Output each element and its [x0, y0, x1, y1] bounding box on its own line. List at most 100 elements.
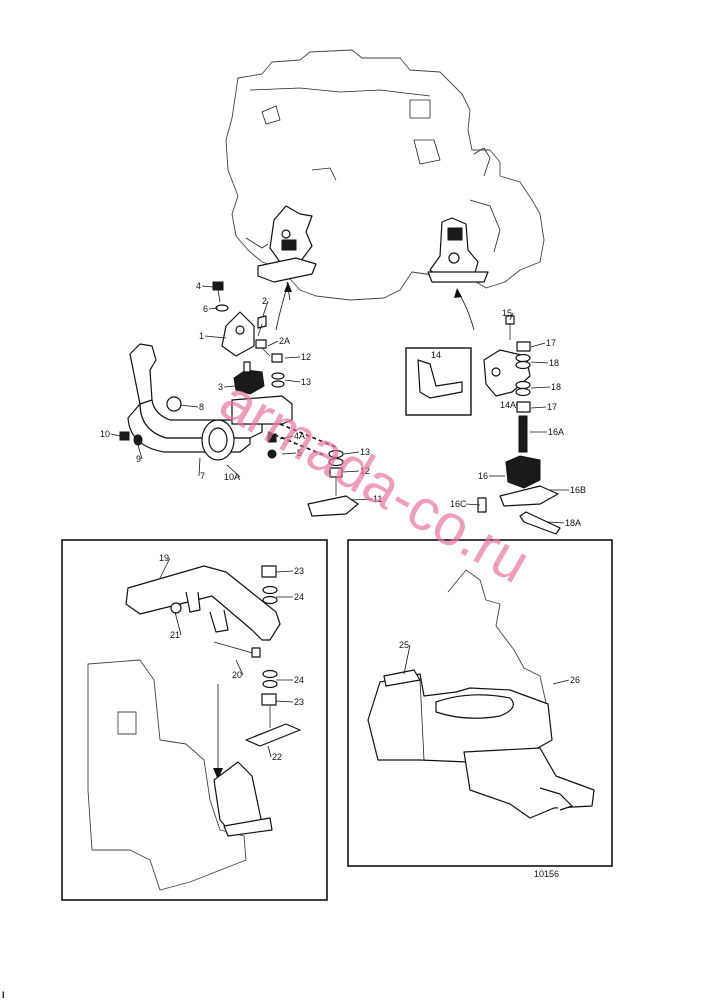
washer-13 [328, 457, 344, 467]
nut-23 [261, 565, 277, 578]
washer-13 [271, 372, 285, 380]
watermark: armada-co.ru [210, 367, 541, 596]
drive-background-outline [447, 569, 549, 741]
part-1-bracket [221, 311, 255, 357]
callout-label-c20: 20 [232, 670, 242, 680]
callout-leader-c4 [201, 285, 214, 288]
callout-leader-c25 [403, 644, 411, 675]
bolt-10 [119, 431, 130, 441]
callout-leader-c16C [465, 503, 481, 506]
part-8 [166, 396, 182, 412]
callout-label-c23a: 23 [294, 566, 304, 576]
callout-label-c6: 6 [203, 304, 208, 314]
callout-leader-c26 [552, 679, 570, 685]
callout-label-c4: 4 [196, 281, 201, 291]
rear-support-inset [61, 539, 328, 901]
callout-label-c21: 21 [170, 630, 180, 640]
rubber-mount-3 [233, 361, 265, 395]
callout-label-c18a: 18 [549, 358, 559, 368]
bolt-4A [267, 433, 277, 443]
washer-9 [133, 434, 143, 446]
bolt-20 [213, 641, 261, 658]
nut-12 [271, 353, 283, 363]
callout-leader-c9 [137, 444, 143, 460]
callout-leader-c8 [179, 404, 199, 408]
inset-engine-detail [117, 711, 137, 735]
callout-leader-c10 [110, 433, 121, 437]
callout-label-c18A: 18A [565, 518, 581, 528]
callout-leader-c18A [547, 521, 565, 524]
callout-label-c24b: 24 [294, 675, 304, 685]
arrow-head-icon [213, 768, 223, 780]
washer-24 [262, 595, 278, 605]
callout-label-c14: 14 [431, 350, 441, 360]
callout-leader-c13b [343, 451, 360, 455]
callout-label-c23b: 23 [294, 697, 304, 707]
washer-13 [271, 380, 285, 388]
rear-mount-arrow [457, 291, 475, 331]
callout-label-c5: 5 [297, 448, 302, 458]
callout-label-c17a: 17 [546, 338, 556, 348]
callout-label-c10: 10 [100, 429, 110, 439]
inset-engine-outline [87, 659, 247, 891]
callout-label-c25: 25 [399, 640, 409, 650]
callout-leader-c12b [342, 470, 360, 473]
callout-leader-c2A [267, 340, 279, 347]
callout-label-c16A: 16A [548, 427, 564, 437]
rear-mount-stack [477, 315, 561, 535]
callout-label-c12b: 12 [360, 466, 370, 476]
page-mark: I [2, 990, 5, 1000]
callout-label-c7: 7 [200, 471, 205, 481]
callout-leader-c15 [509, 312, 514, 321]
callout-label-c2: 2 [262, 296, 267, 306]
callout-leader-c18b [530, 386, 551, 389]
callout-leader-c23b [275, 700, 294, 703]
washer-24 [262, 679, 278, 689]
callout-leader-c20 [235, 659, 244, 676]
callout-label-c2A: 2A [279, 336, 290, 346]
callout-leader-c1 [204, 335, 227, 339]
callout-label-c22: 22 [272, 752, 282, 762]
callout-label-c10A: 10A [224, 472, 240, 482]
washer-13 [328, 449, 344, 459]
figure-number: 10156 [534, 869, 559, 879]
callout-leader-c7 [198, 457, 201, 477]
callout-leader-c17b [530, 406, 547, 409]
callout-leader-c19 [159, 557, 171, 579]
plate-22 [245, 723, 301, 747]
callout-label-c24a: 24 [294, 592, 304, 602]
callout-label-c11: 11 [373, 494, 382, 504]
callout-leader-c4A [279, 435, 294, 440]
engine-block-outline [225, 49, 545, 301]
plate-11 [307, 495, 359, 517]
drive-unit-inset [347, 539, 613, 867]
callout-leader-c23a [275, 570, 294, 573]
bolt-2A [255, 339, 271, 357]
front-cross-member [127, 343, 293, 461]
callout-leader-c2 [262, 300, 269, 317]
callout-leader-c3 [223, 385, 236, 388]
callout-leader-c21 [174, 611, 182, 636]
arrow-head-icon [284, 282, 292, 292]
callout-label-c26: 26 [570, 675, 580, 685]
rear-engine-bracket [427, 217, 489, 283]
drive-unit-housing [367, 669, 595, 819]
callout-leader-c11 [351, 498, 373, 501]
assembly-line [267, 431, 327, 457]
callout-label-c16: 16 [478, 471, 488, 481]
callout-label-c16C: 16C [450, 499, 467, 509]
callout-leader-c6 [208, 307, 219, 310]
inset-mount-plate [223, 817, 273, 837]
callout-leader-c13a [284, 379, 301, 383]
callout-label-c12a: 12 [301, 352, 311, 362]
nut-23 [261, 693, 277, 706]
callout-label-c14A: 14A [500, 400, 516, 410]
front-engine-bracket [257, 205, 317, 301]
callout-leader-c12a [284, 356, 301, 359]
callout-label-c18b: 18 [551, 382, 561, 392]
washer-24 [262, 585, 278, 595]
callout-leader-c10A [226, 464, 241, 478]
washer-24 [262, 669, 278, 679]
